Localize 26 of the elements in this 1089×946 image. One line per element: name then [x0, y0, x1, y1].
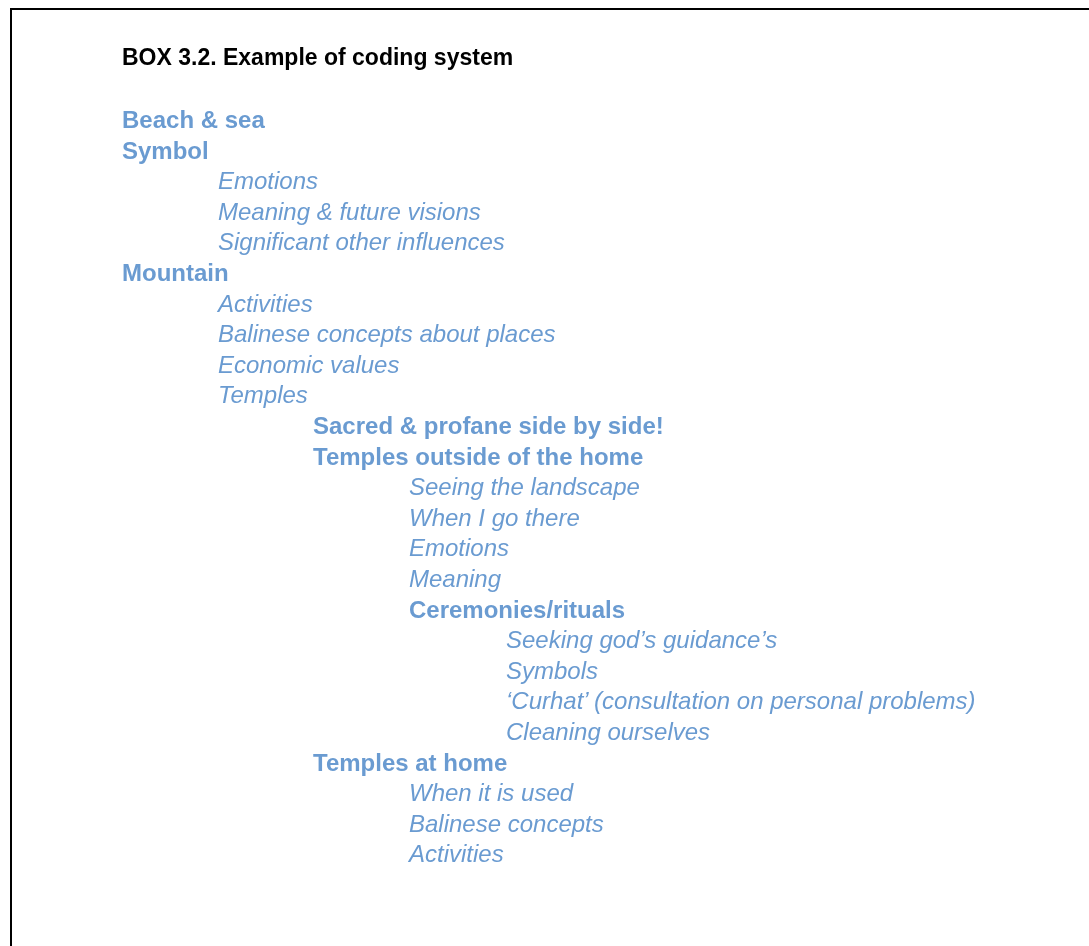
code-item: Symbols [506, 656, 599, 685]
code-item: When I go there [409, 503, 580, 532]
code-item: Significant other influences [218, 228, 505, 256]
code-item: Meaning [409, 565, 502, 593]
code-heading: Temples outside of the home [313, 442, 644, 471]
code-heading: Temples at home [313, 748, 508, 777]
code-item: Economic values [218, 350, 400, 379]
code-item: Activities [218, 289, 313, 318]
code-item: When it is used [409, 779, 574, 807]
box-title: BOX 3.2. Example of coding system [122, 44, 514, 71]
code-item: Seeing the landscape [409, 473, 640, 501]
code-item: ‘Curhat’ (consultation on personal problems) [506, 687, 976, 715]
code-heading: Ceremonies/rituals [409, 595, 626, 624]
code-item: Cleaning ourselves [506, 718, 711, 746]
code-item: Balinese concepts about places [218, 320, 556, 348]
code-item: Meaning & future visions [218, 197, 481, 226]
code-heading: Mountain [122, 259, 229, 287]
code-item: Temples [218, 381, 308, 409]
code-item: Seeking god’s guidance’s [506, 626, 778, 654]
code-item: Emotions [409, 534, 510, 562]
code-item: Balinese concepts [409, 809, 604, 838]
code-item: Emotions [218, 167, 319, 195]
code-heading: Symbol [122, 136, 209, 165]
code-item: Activities [409, 840, 504, 868]
code-heading: Beach & sea [122, 106, 265, 134]
code-heading: Sacred & profane side by side! [313, 412, 664, 440]
